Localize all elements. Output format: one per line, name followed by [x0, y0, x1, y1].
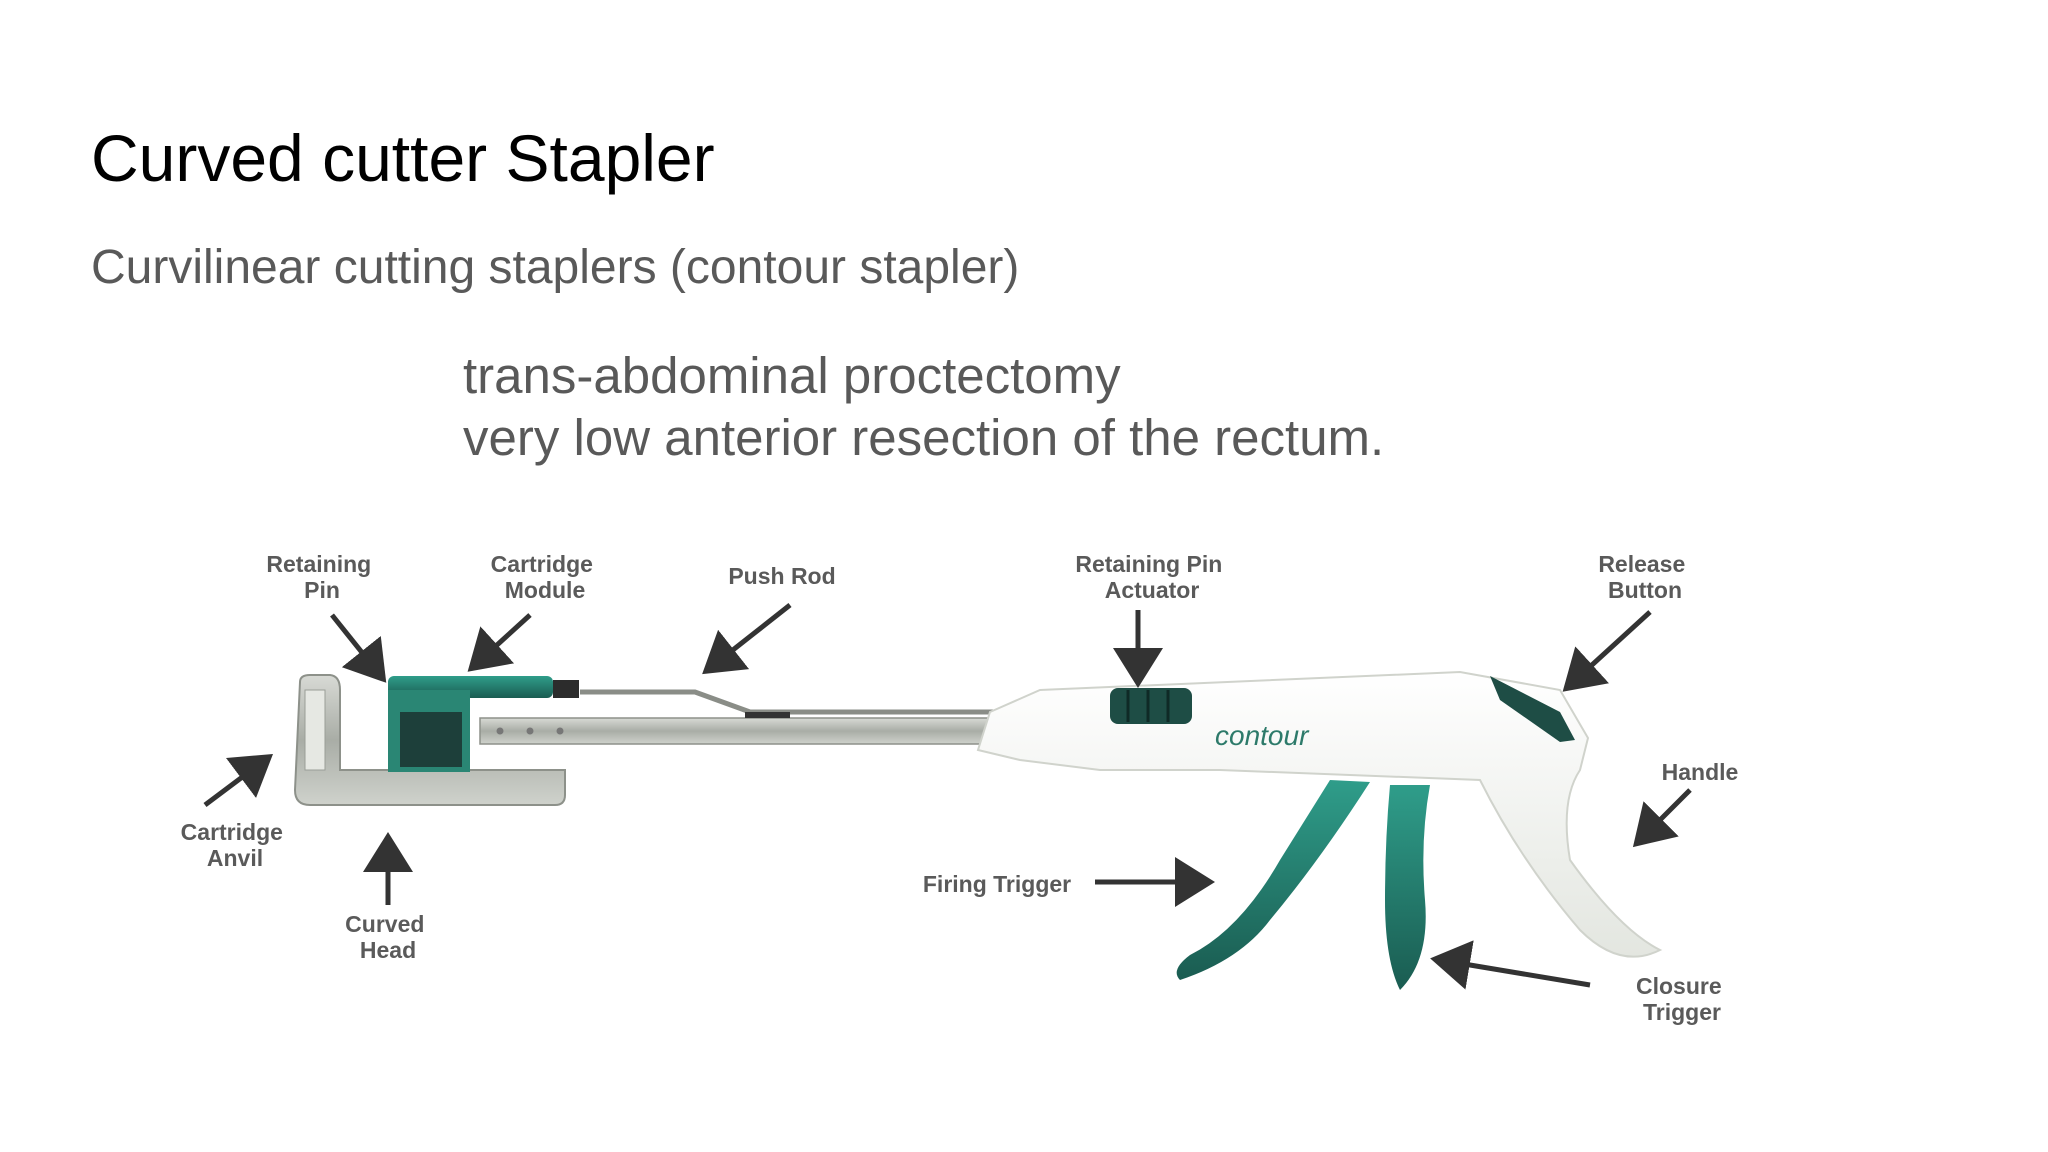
label-handle: Handle — [1662, 759, 1739, 785]
arrow-handle — [1632, 788, 1692, 848]
label-retaining-pin: Retaining Pin — [266, 551, 377, 603]
label-curved-head: Curved Head — [345, 911, 431, 963]
label-firing-trigger: Firing Trigger — [923, 871, 1071, 897]
label-cartridge-anvil: Cartridge Anvil — [181, 819, 290, 871]
curved-head-shape — [293, 674, 566, 806]
handle-body — [976, 670, 1663, 958]
label-push-rod: Push Rod — [728, 563, 835, 589]
label-retaining-pin-actuator: Retaining Pin Actuator — [1075, 551, 1228, 603]
label-release-button: Release Button — [1598, 551, 1691, 603]
body-line-2: very low anterior resection of the rectu… — [463, 409, 1385, 466]
callout-arrows — [203, 603, 1692, 990]
arrow-release-button — [1562, 610, 1652, 692]
anvil-face — [304, 689, 326, 771]
arrow-push-rod — [702, 603, 792, 675]
slide-body: trans-abdominal proctectomy very low ant… — [463, 345, 1384, 469]
slide-subtitle: Curvilinear cutting staplers (contour st… — [91, 241, 1020, 294]
stapler-illustration: contour — [293, 670, 1663, 990]
arrow-closure-trigger — [1430, 940, 1591, 990]
arrow-retaining-pin — [330, 613, 387, 683]
slide-title: Curved cutter Stapler — [91, 121, 715, 195]
closure-trigger-shape — [1385, 785, 1430, 990]
label-closure-trigger: Closure Trigger — [1636, 973, 1728, 1025]
release-button-shape — [1490, 676, 1575, 742]
arrow-cartridge-module — [467, 613, 532, 672]
firing-trigger-shape — [1176, 780, 1370, 980]
callout-labels: Retaining Pin Cartridge Module Push Rod … — [181, 551, 1739, 1025]
body-line-1: trans-abdominal proctectomy — [463, 347, 1121, 404]
retaining-pin-actuator-shape — [1110, 688, 1192, 724]
label-cartridge-module: Cartridge Module — [491, 551, 600, 603]
brand-logo: contour — [1215, 720, 1310, 751]
push-rod-shape — [580, 689, 1050, 715]
arrow-cartridge-anvil — [203, 754, 273, 807]
